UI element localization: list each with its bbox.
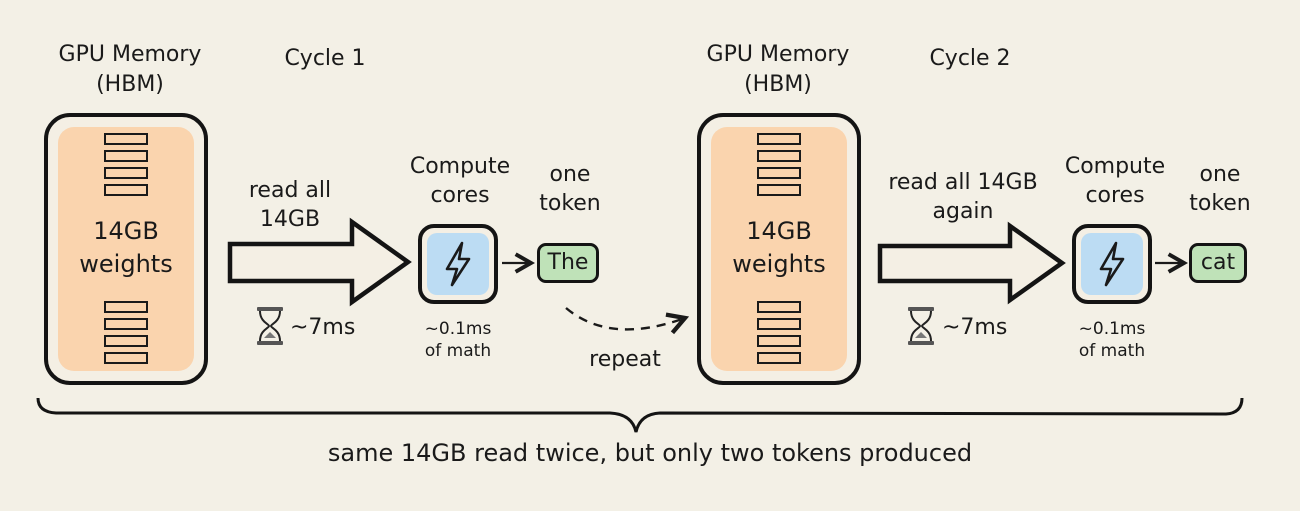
- read-label-1a: read all: [248, 178, 332, 203]
- weights-size-1: 14GB: [93, 217, 159, 245]
- token-output-2: cat: [1189, 243, 1247, 283]
- memory-title-2: GPU Memory: [706, 42, 850, 67]
- memory-rows-bottom-icon: [104, 301, 148, 369]
- weights-label-1: weights: [79, 250, 173, 278]
- read-label-2a: read all 14GB: [888, 170, 1038, 195]
- compute-title-1b: cores: [430, 183, 490, 208]
- token-title-1a: one: [549, 162, 591, 187]
- math-time-2a: ~0.1ms: [1078, 319, 1146, 339]
- read-time-2: ~7ms: [942, 315, 1008, 340]
- repeat-label: repeat: [589, 347, 661, 372]
- lightning-bolt-icon: [445, 241, 471, 287]
- lightning-bolt-icon: [1099, 241, 1125, 287]
- weights-size-2: 14GB: [746, 217, 812, 245]
- memory-subtitle-1: (HBM): [96, 72, 164, 97]
- compute-cores-2: [1072, 224, 1152, 304]
- token-title-2a: one: [1199, 162, 1241, 187]
- math-time-2b: of math: [1078, 341, 1146, 361]
- read-arrow-2: [877, 221, 1066, 305]
- math-time-1b: of math: [424, 341, 492, 361]
- summary-caption: same 14GB read twice, but only two token…: [327, 439, 973, 467]
- compute-title-2b: cores: [1085, 183, 1145, 208]
- read-label-2b: again: [932, 199, 994, 224]
- token-output-1: The: [537, 243, 599, 283]
- weights-label-2: weights: [732, 250, 826, 278]
- read-arrow-1: [227, 217, 412, 307]
- compute-cores-1: [418, 224, 498, 304]
- read-label-1b: 14GB: [259, 207, 321, 232]
- cycle-label-1: Cycle 1: [284, 46, 366, 71]
- hourglass-icon: [906, 306, 936, 350]
- gpu-memory-block-1: 14GB weights: [44, 113, 208, 385]
- hourglass-icon: [255, 306, 285, 350]
- cycle-label-2: Cycle 2: [929, 46, 1011, 71]
- memory-subtitle-2: (HBM): [744, 72, 812, 97]
- token-title-2b: token: [1189, 191, 1251, 216]
- compute-title-1a: Compute: [409, 154, 511, 179]
- token-title-1b: token: [539, 191, 601, 216]
- repeat-arrow: [565, 307, 690, 335]
- memory-rows-bottom-icon: [757, 301, 801, 369]
- math-time-1a: ~0.1ms: [424, 319, 492, 339]
- memory-title-1: GPU Memory: [58, 42, 202, 67]
- memory-rows-top-icon: [757, 133, 801, 201]
- read-time-1: ~7ms: [290, 315, 356, 340]
- gpu-memory-block-2: 14GB weights: [697, 113, 861, 385]
- summary-brace: [36, 397, 1244, 433]
- memory-rows-top-icon: [104, 133, 148, 201]
- compute-title-2a: Compute: [1064, 154, 1166, 179]
